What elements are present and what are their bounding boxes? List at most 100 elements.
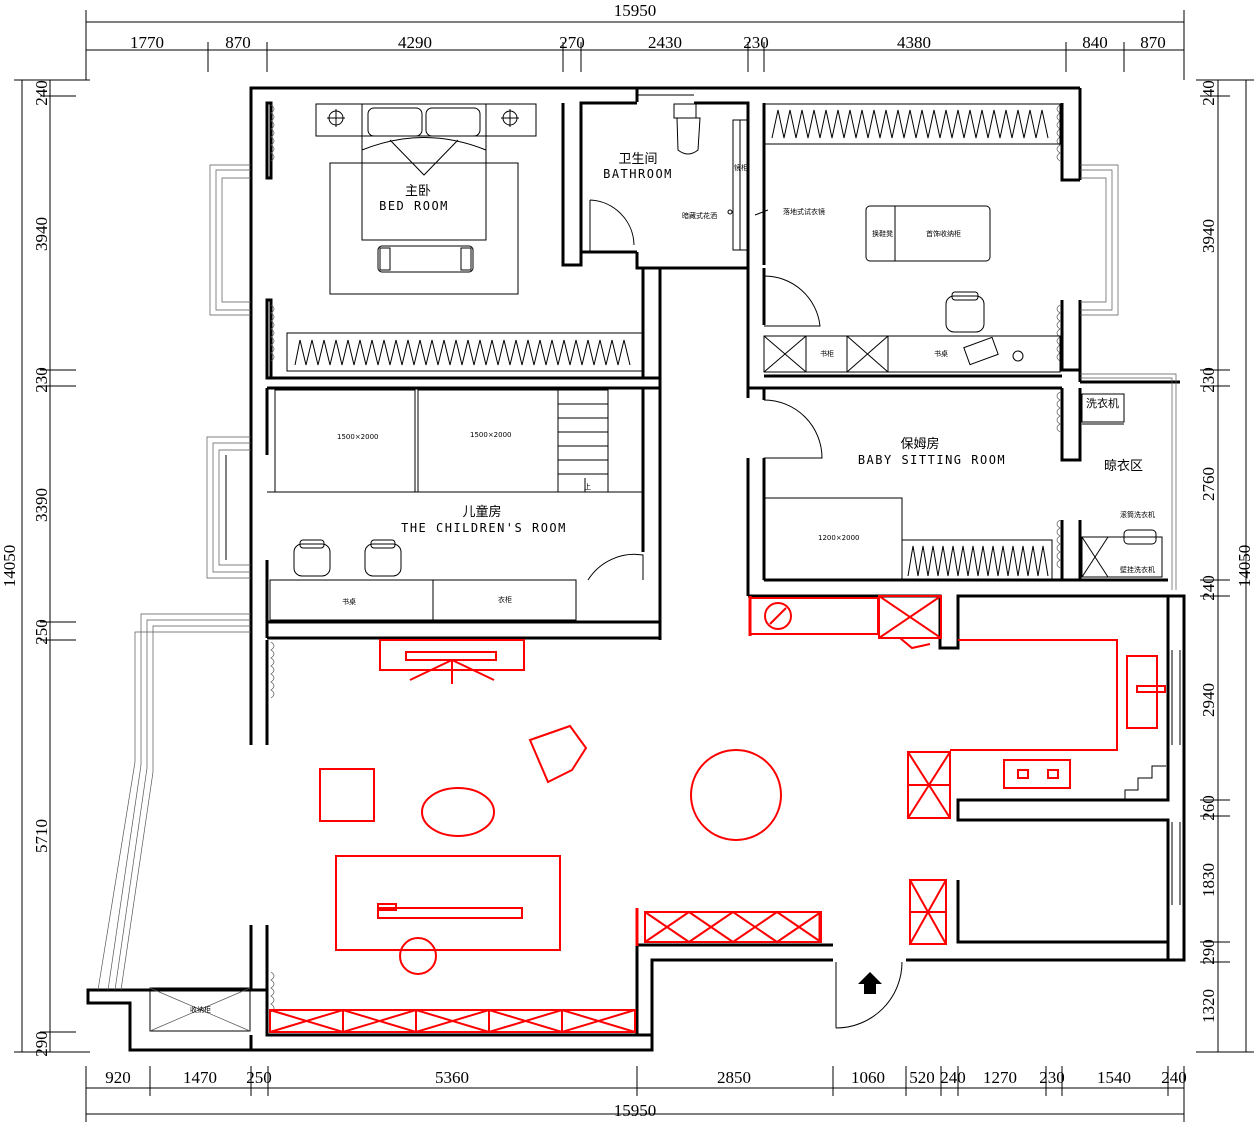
- dim-label: 270: [559, 33, 585, 52]
- dim-label: 2850: [717, 1068, 751, 1087]
- dim-label: 870: [1140, 33, 1166, 52]
- roller-washer-label: 滚筒洗衣机: [1120, 510, 1155, 519]
- sofa: [335, 855, 561, 951]
- laptop: [963, 336, 999, 366]
- dim-label: 870: [225, 33, 251, 52]
- dim-label: 250: [32, 619, 51, 645]
- left-segment-labels: 240 3940 230 3390 250 5710 290: [32, 80, 51, 1057]
- dim-label: 260: [1199, 795, 1218, 821]
- dining-cabinet: [644, 911, 822, 943]
- dim-label: 2760: [1199, 467, 1218, 501]
- children-bed-a-label: 1500×2000: [337, 433, 379, 441]
- ottoman: [399, 937, 437, 975]
- dim-label: 290: [1199, 939, 1218, 965]
- dim-label: 1470: [183, 1068, 217, 1087]
- children-bed-b-label: 1500×2000: [470, 431, 512, 439]
- entry-arrow-icon: [858, 972, 882, 994]
- dim-label: 1060: [851, 1068, 885, 1087]
- bed-a: [274, 389, 416, 493]
- right-total-dim: 14050: [1235, 545, 1254, 588]
- jewelry-island: [865, 205, 991, 262]
- right-segment-labels: 240 3940 230 2760 240 2940 260 1830 290 …: [1199, 80, 1218, 1023]
- entry-cabinet: [269, 1009, 636, 1033]
- coffee-table: [421, 787, 495, 837]
- pillow: [367, 107, 423, 137]
- dim-label: 1320: [1199, 989, 1218, 1023]
- storage-label: 收纳柜: [190, 1005, 211, 1014]
- concealed-shower-label: 暗藏式花洒: [682, 211, 717, 220]
- shoe-bench-label: 换鞋凳: [872, 229, 893, 238]
- laundry: [1081, 393, 1163, 578]
- bathroom-cn: 卫生间: [618, 152, 657, 167]
- dim-label: 240: [940, 1068, 966, 1087]
- bench: [377, 245, 474, 273]
- dim-label: 4290: [398, 33, 432, 52]
- nanny-bed: [763, 497, 903, 581]
- bookcase-label: 书柜: [820, 349, 834, 358]
- dim-label: 920: [105, 1068, 131, 1087]
- jewelry-cabinet-label: 首饰收纳柜: [926, 229, 961, 238]
- chair: [364, 543, 402, 577]
- nanny-bed-label: 1200×2000: [818, 534, 860, 542]
- children-desk-label: 书桌: [342, 597, 356, 606]
- children-cn: 儿童房: [462, 504, 501, 520]
- kitchen-furniture: [748, 595, 1166, 945]
- bed-b: [417, 389, 559, 493]
- stairs: [557, 389, 609, 493]
- dim-label: 4380: [897, 33, 931, 52]
- living-furniture: [269, 639, 822, 1034]
- nanny-wardrobe: [901, 539, 1053, 581]
- left-total-dim: 14050: [0, 545, 19, 588]
- dim-label: 230: [1039, 1068, 1065, 1087]
- tall-cabinet: [878, 595, 942, 639]
- pillow: [425, 107, 481, 137]
- dim-label: 5710: [32, 819, 51, 853]
- dim-label: 1540: [1097, 1068, 1131, 1087]
- bottom-segment-labels: 920 1470 250 5360 2850 1060 520 240 1270…: [105, 1068, 1187, 1087]
- windows: [97, 94, 1181, 991]
- top-total-dim: 15950: [614, 1, 657, 20]
- desk: [887, 335, 1061, 373]
- nanny-room: [763, 399, 1053, 581]
- stairs-up-label: 上: [584, 482, 591, 491]
- dim-label: 2430: [648, 33, 682, 52]
- bed: [361, 103, 487, 241]
- master-bedroom: [286, 103, 643, 372]
- master-bedroom-en: BED ROOM: [379, 199, 449, 213]
- desk-label: 书桌: [934, 349, 948, 358]
- walk-in-closet: [763, 103, 1061, 373]
- master-bedroom-cn: 主卧: [405, 184, 431, 199]
- fridge-counter: [749, 597, 879, 635]
- entry-door: [835, 961, 903, 1029]
- toilet-bowl: [676, 117, 701, 155]
- dim-label: 1830: [1199, 863, 1218, 897]
- dim-label: 840: [1082, 33, 1108, 52]
- top-segment-labels: 1770 870 4290 270 2430 230 4380 840 870: [130, 33, 1166, 52]
- washer-label: 洗衣机: [1086, 396, 1119, 410]
- cabinet-label: 镜柜: [734, 163, 748, 172]
- mirror-label: 落地式试衣镜: [783, 207, 825, 216]
- dim-label: 240: [1199, 575, 1218, 601]
- toilet-tank: [673, 103, 697, 119]
- curtains: [270, 104, 1061, 1013]
- bottom-total-dim: 15950: [614, 1101, 657, 1120]
- chair: [945, 295, 985, 333]
- children-room: [267, 389, 644, 621]
- left-dimension-lines: [14, 79, 90, 1053]
- dim-label: 240: [1199, 80, 1218, 106]
- nanny-en: BABY SITTING ROOM: [858, 453, 1006, 467]
- dim-label: 1270: [983, 1068, 1017, 1087]
- dim-label: 250: [246, 1068, 272, 1087]
- wall-washer-label: 壁挂洗衣机: [1120, 565, 1155, 574]
- right-dimension-lines: [1196, 79, 1254, 1053]
- side-table: [319, 768, 375, 822]
- chair: [293, 543, 331, 577]
- dim-label: 230: [32, 367, 51, 393]
- dim-label: 230: [743, 33, 769, 52]
- stove: [1003, 759, 1071, 789]
- rug: [329, 162, 519, 295]
- dim-label: 290: [32, 1031, 51, 1057]
- bathroom-en: BATHROOM: [603, 167, 673, 181]
- lounge-chair: [528, 724, 588, 784]
